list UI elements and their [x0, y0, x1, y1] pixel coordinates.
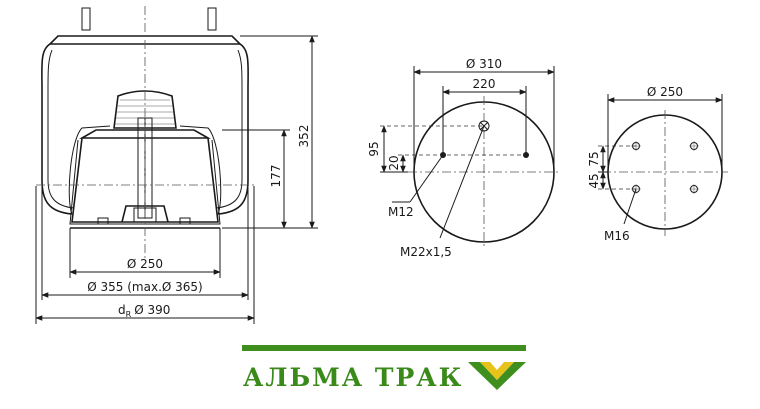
dim-bottom-dia: Ø 250 [647, 85, 683, 99]
dim-offset-20: 20 [387, 155, 401, 170]
check-chevron-logo-icon [468, 362, 526, 390]
dim-height-piston: 177 [269, 165, 283, 188]
bellow-outline [41, 43, 73, 215]
dim-plate-dia: Ø 310 [466, 57, 502, 71]
label-bolt-m16: M16 [604, 229, 630, 243]
bottom-plate-view: 75 45 Ø 250 M16 [587, 85, 728, 243]
dim-dia-piston: Ø 250 [127, 257, 163, 271]
dim-bolt-spacing: 220 [473, 77, 496, 91]
brand-divider [242, 345, 526, 351]
label-air-port: M22x1,5 [400, 245, 452, 259]
dim-offset-45: 45 [587, 173, 601, 188]
top-stud-right [207, 7, 217, 31]
dim-offset-75: 75 [587, 151, 601, 166]
top-stud-left [81, 7, 91, 31]
top-plate-view: 95 20 Ø 310 220 M12 M22x1,5 [367, 57, 560, 259]
dim-height-total: 352 [297, 125, 311, 148]
label-bolt-m12: M12 [388, 205, 414, 219]
brand-name: АЛЬМА ТРАК [243, 363, 464, 392]
bump-stop [113, 90, 177, 129]
dim-dia-bellow: Ø 355 (max.Ø 365) [87, 280, 202, 294]
dim-offset-95: 95 [367, 141, 381, 156]
